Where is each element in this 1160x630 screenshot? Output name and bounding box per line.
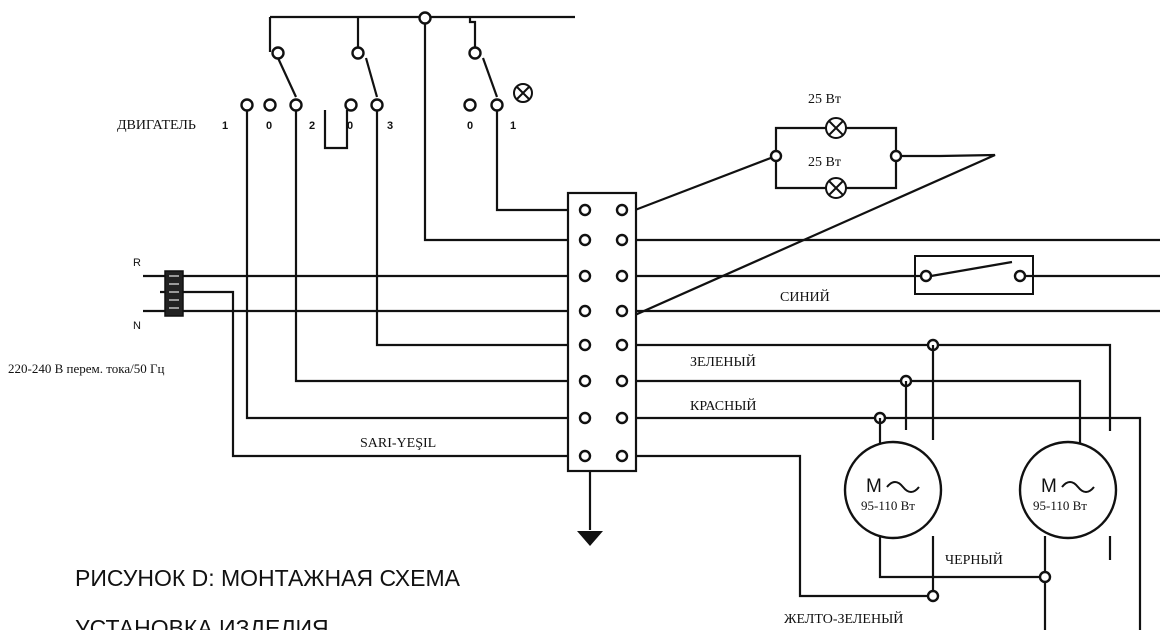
lamp-power-label: 25 Вт [808, 92, 841, 107]
switch-pos-label: 0 [266, 120, 272, 132]
motor-left: M 95-110 Вт [843, 440, 1045, 596]
motor-right: M 95-110 Вт [1018, 440, 1118, 630]
switch-contact-0 [463, 98, 477, 112]
wire-color-label: ЗЕЛЕНЫЙ [690, 353, 756, 370]
motor-symbol: M [1041, 476, 1057, 497]
terminal-block [566, 191, 638, 546]
lamp-terminal [889, 149, 903, 163]
lamp-icon [825, 177, 847, 199]
filter-coil-icon [164, 270, 184, 317]
lamp-icon [825, 117, 847, 139]
motor-selector-switch: ДВИГАТЕЛЬ 1 0 2 0 3 0 1 [117, 11, 575, 420]
wire-color-label: ЧЕРНЫЙ [945, 551, 1003, 568]
ac-wave-icon [886, 481, 920, 493]
wire-color-label: КРАСНЫЙ [690, 397, 757, 414]
ac-wave-icon [1061, 481, 1095, 493]
wire-color-label: SARI-YEŞIL [360, 436, 436, 451]
lamp-terminal [769, 149, 783, 163]
switch-pos-label: 2 [309, 120, 315, 132]
figure-caption: РИСУНОК D: МОНТАЖНАЯ СХЕМА [75, 565, 460, 591]
switch-pos-label: 0 [467, 120, 473, 132]
switch-contact-1 [490, 98, 504, 112]
wire-color-label: СИНИЙ [780, 288, 830, 305]
switch-contact-2 [289, 98, 303, 112]
switch-label: ДВИГАТЕЛЬ [117, 118, 196, 133]
switch-pivot-terminal [271, 46, 285, 60]
figure-caption-subtitle: УСТАНОВКА ИЗДЕЛИЯ [75, 615, 329, 630]
supply-rating-label: 220-240 В перем. тока/50 Гц [8, 361, 165, 376]
power-supply: R N 220-240 В перем. тока/50 Гц [8, 257, 568, 458]
motor-symbol: M [866, 476, 882, 497]
indicator-lamp-icon [513, 83, 533, 103]
switch-pos-label: 1 [222, 120, 228, 132]
ground-icon [577, 531, 603, 546]
switch-common-terminal [418, 11, 432, 25]
switch-pos-label: 1 [510, 120, 516, 132]
lamp-circuit: 25 Вт 25 Вт [634, 92, 996, 317]
switch-contact-1 [240, 98, 254, 112]
switch-pivot-terminal [468, 46, 482, 60]
wire-color-label: ЖЕЛТО-ЗЕЛЕНЫЙ [784, 610, 903, 627]
lamp-power-label: 25 Вт [808, 155, 841, 170]
switch-contact-0 [344, 98, 358, 112]
motor-power-label: 95-110 Вт [861, 498, 915, 513]
motor-power-label: 95-110 Вт [1033, 498, 1087, 513]
neutral-label: N [133, 320, 141, 332]
switch-contact-3 [370, 98, 384, 112]
output-wiring: СИНИЙ ЗЕЛЕНЫЙ КРАСНЫЙ SARI-YEŞIL [360, 238, 1160, 630]
switch-pos-label: 3 [387, 120, 393, 132]
switch-pivot-terminal [351, 46, 365, 60]
phase-label: R [133, 257, 141, 269]
switch-pos-label: 0 [347, 120, 353, 132]
switch-contact-0 [263, 98, 277, 112]
